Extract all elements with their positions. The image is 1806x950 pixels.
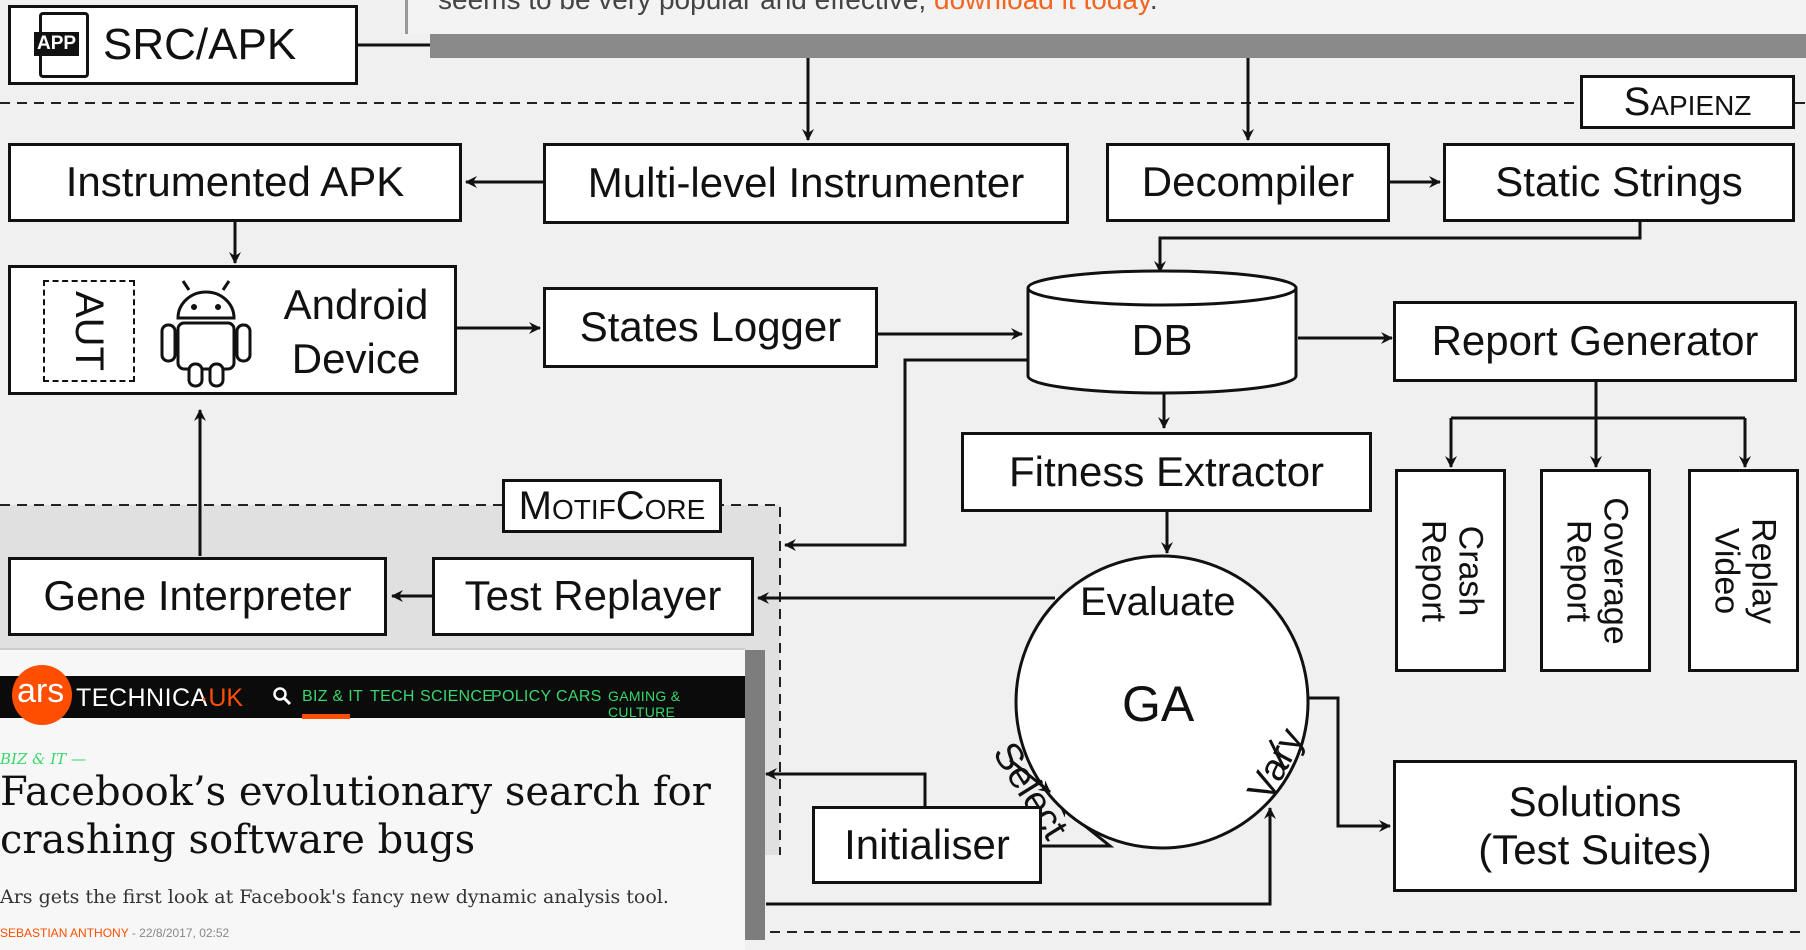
top-banner: seems to be very popular and effective, … xyxy=(405,0,1806,34)
src-apk-label: SRC/APK xyxy=(103,19,297,69)
search-icon[interactable] xyxy=(272,686,292,706)
nav-cars[interactable]: CARS xyxy=(556,688,602,705)
replay-video-line1: Replay xyxy=(1743,517,1782,624)
aut-label: AUT xyxy=(67,291,111,371)
aut-dashed-box: AUT xyxy=(43,280,135,382)
solutions-node: Solutions (Test Suites) xyxy=(1393,760,1797,892)
ars-logo-text[interactable]: ars xyxy=(17,672,65,710)
ars-logo-circle xyxy=(12,665,72,725)
motifcore-tag: MotifCore xyxy=(502,479,722,533)
replay-video-line2: Video xyxy=(1706,527,1745,614)
crash-report-line2: Report xyxy=(1413,519,1452,622)
android-robot-icon xyxy=(160,280,252,388)
article-headline-line1: Facebook’s evolutionary search for xyxy=(0,769,711,815)
banner-text-end: . xyxy=(1150,0,1158,15)
article-date: - 22/8/2017, 02:52 xyxy=(128,926,230,940)
test-replayer-node: Test Replayer xyxy=(432,557,754,636)
fitness-extractor-node: Fitness Extractor xyxy=(961,432,1372,512)
nav-gaming-culture[interactable]: GAMING & CULTURE xyxy=(608,688,681,720)
article-byline: SEBASTIAN ANTHONY - 22/8/2017, 02:52 xyxy=(0,926,229,940)
banner-shadow xyxy=(430,34,1806,58)
article-headline-line2: crashing software bugs xyxy=(0,817,476,863)
banner-text-main: seems to be very popular and effective, xyxy=(438,0,934,15)
ga-vary-arc-arrow xyxy=(1268,739,1287,771)
uk-logo-text[interactable]: ·UK xyxy=(200,684,244,712)
ga-evaluate-label: Evaluate xyxy=(1080,580,1236,624)
coverage-report-line2: Report xyxy=(1558,519,1597,622)
article-dek: Ars gets the first look at Facebook's fa… xyxy=(0,886,669,908)
ga-circle xyxy=(1014,554,1310,850)
nav-tech[interactable]: TECH xyxy=(370,688,415,705)
technica-logo-text[interactable]: TECHNICA xyxy=(76,684,208,712)
solutions-label-line1: Solutions xyxy=(1508,777,1682,825)
banner-text: seems to be very popular and effective, … xyxy=(438,0,1158,16)
arrow-ga-to-solutions xyxy=(1305,696,1391,832)
article-nav-bar xyxy=(0,676,745,718)
banner-link[interactable]: download it today xyxy=(934,0,1150,15)
arrow-loop-to-vary xyxy=(766,807,1276,906)
initialiser-node: Initialiser xyxy=(812,806,1042,884)
solutions-label-line2: (Test Suites) xyxy=(1478,826,1712,873)
db-cylinder xyxy=(1026,269,1298,395)
nav-biz-it[interactable]: BIZ & IT xyxy=(302,688,364,705)
ga-center-label: GA xyxy=(1122,676,1195,732)
nav-science[interactable]: SCIENCE xyxy=(420,688,494,705)
article-author[interactable]: SEBASTIAN ANTHONY xyxy=(0,926,129,940)
article-kicker[interactable]: BIZ & IT — xyxy=(0,750,86,768)
nav-policy[interactable]: POLICY xyxy=(491,688,552,705)
ga-select-arc-arrow xyxy=(1009,758,1051,794)
motifcore-boundary xyxy=(0,504,781,855)
article-card[interactable]: ars TECHNICA ·UK BIZ & IT TECH SCIENCE P… xyxy=(0,648,745,950)
multi-level-instrumenter-node: Multi-level Instrumenter xyxy=(543,143,1069,224)
arrow-initialiser-to-motifcore xyxy=(765,768,927,808)
app-file-icon: APP xyxy=(34,12,89,78)
app-icon-label: APP xyxy=(34,32,80,56)
android-device-label-line1: Android xyxy=(283,281,429,328)
crash-report-line1: Crash xyxy=(1450,525,1489,616)
coverage-report-line1: Coverage xyxy=(1595,496,1634,645)
decompiler-node: Decompiler xyxy=(1106,143,1390,222)
nav-active-underline xyxy=(302,714,350,719)
android-device-node: AUT Android Device xyxy=(8,265,457,395)
gene-interpreter-node: Gene Interpreter xyxy=(8,557,387,636)
sapienz-tag: Sapienz xyxy=(1580,75,1795,129)
article-headline[interactable]: Facebook’s evolutionary search for crash… xyxy=(0,768,745,864)
db-label: DB xyxy=(1131,316,1193,365)
arrow-strings-to-db xyxy=(1154,222,1642,273)
report-generator-node: Report Generator xyxy=(1393,301,1797,382)
arrow-db-to-motifcore xyxy=(784,358,1028,551)
android-device-label: Android Device xyxy=(266,278,446,386)
instrumented-apk-node: Instrumented APK xyxy=(8,143,462,222)
android-device-label-line2: Device xyxy=(291,335,421,382)
static-strings-node: Static Strings xyxy=(1443,143,1795,222)
states-logger-node: States Logger xyxy=(543,287,878,368)
src-apk-node: APP SRC/APK xyxy=(8,5,358,85)
